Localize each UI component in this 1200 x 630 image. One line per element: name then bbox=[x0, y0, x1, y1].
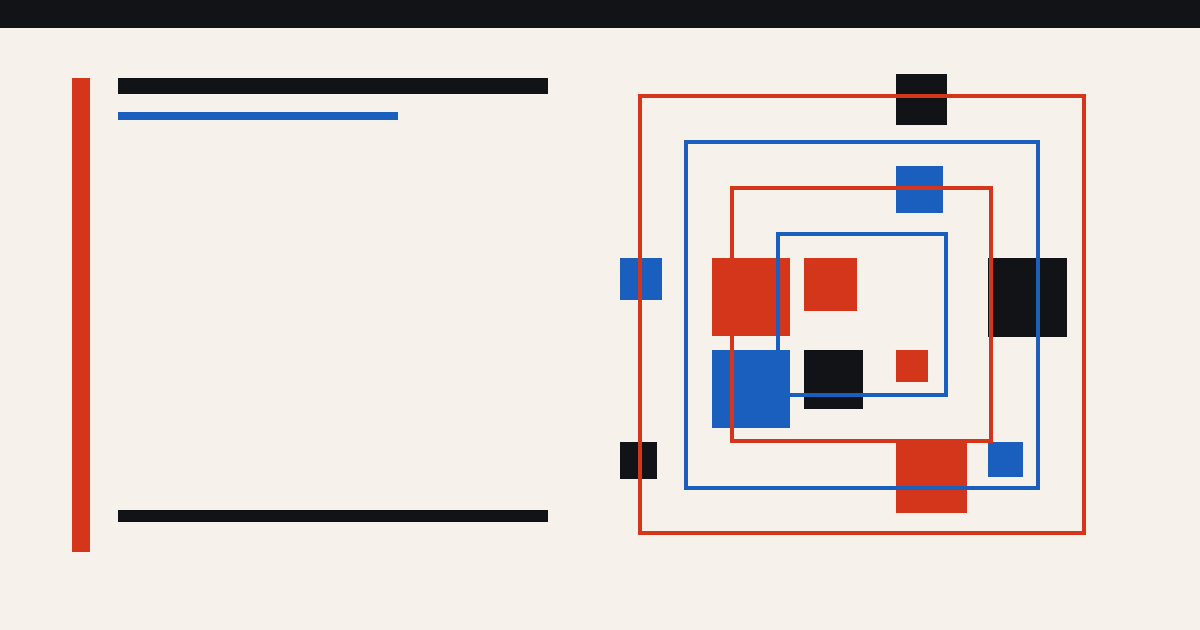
block-red-bottom bbox=[896, 442, 967, 513]
block-blue-small-right bbox=[988, 442, 1023, 477]
block-black-center bbox=[804, 350, 863, 409]
frame-outer-red bbox=[638, 94, 1086, 535]
frame-inner-red bbox=[730, 186, 993, 443]
footer-placeholder-bar bbox=[118, 510, 548, 522]
red-accent-stripe bbox=[72, 78, 90, 552]
block-black-top bbox=[896, 74, 947, 125]
block-red-small bbox=[896, 350, 928, 382]
top-bar bbox=[0, 0, 1200, 28]
frame-inner-blue bbox=[776, 232, 948, 397]
block-black-right bbox=[988, 258, 1067, 337]
block-red-medium bbox=[804, 258, 857, 311]
frame-blue bbox=[684, 140, 1040, 490]
subtitle-placeholder-bar bbox=[118, 112, 398, 120]
title-placeholder-bar bbox=[118, 78, 548, 94]
